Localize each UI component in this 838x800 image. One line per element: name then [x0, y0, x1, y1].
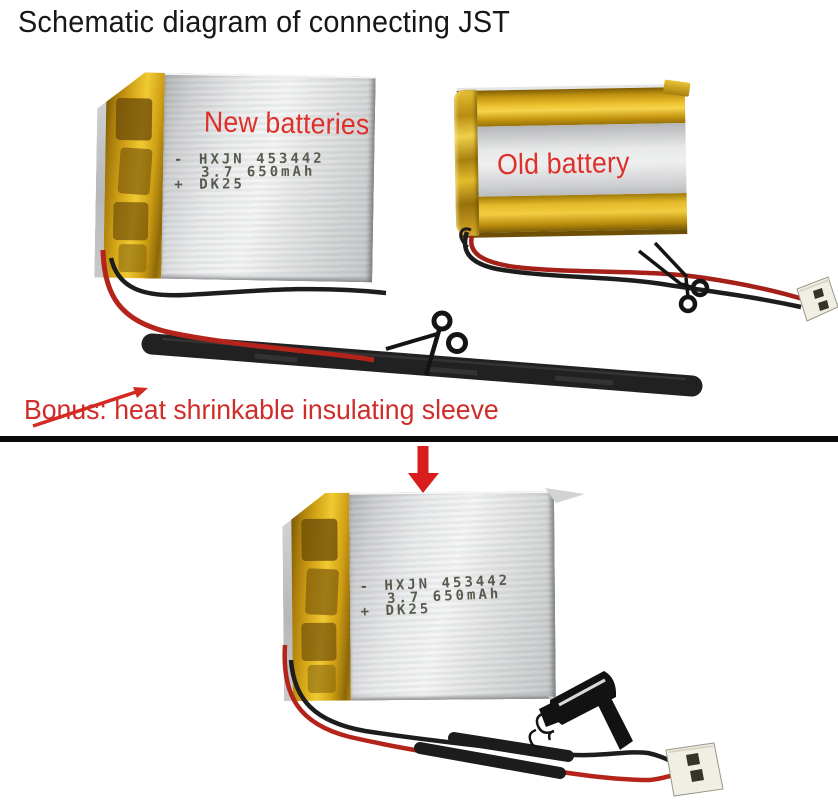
diagram-title: Schematic diagram of connecting JST [18, 4, 511, 39]
battery-gold-band-bottom [458, 193, 688, 233]
black-wire [462, 231, 802, 310]
air-puff-lines [528, 711, 555, 749]
jst-connector-old [796, 276, 838, 322]
polarity-minus: - [173, 151, 186, 168]
battery-tape-crinkle [453, 89, 480, 237]
battery-gold-tape [291, 493, 351, 701]
polarity-plus: + [174, 176, 186, 193]
shrink-sleeve [448, 732, 574, 762]
polarity-minus: - [359, 578, 372, 596]
polarity-plus: + [360, 603, 373, 621]
tape-patch [305, 568, 339, 615]
tape-patch [118, 147, 153, 195]
battery-gold-band-top [456, 87, 686, 127]
section-divider [0, 436, 838, 442]
scissors-icon [385, 310, 468, 376]
battery-code: DK25 [199, 176, 245, 193]
jst-connector-result [665, 742, 724, 797]
tape-patch [301, 623, 336, 661]
tape-patch [116, 98, 153, 141]
down-arrow-icon [408, 446, 439, 493]
old-battery-photo: Old battery [453, 79, 691, 238]
heat-shrink-tube [141, 333, 703, 397]
bonus-note: Bonus: heat shrinkable insulating sleeve [24, 394, 499, 425]
shrink-sleeve [414, 742, 566, 779]
battery-print-text: -HXJN 453442 3.7 650mAh +DK25 [174, 153, 325, 192]
tape-patch [118, 244, 146, 272]
battery-print-text: -HXJN 453442 3.7 650mAh +DK25 [359, 575, 511, 619]
old-battery-label: Old battery [496, 146, 630, 182]
battery-gold-tape [103, 72, 165, 279]
tape-patch [308, 665, 336, 693]
tape-patch [113, 202, 149, 241]
new-batteries-label: New batteries [203, 106, 370, 142]
battery-code: DK25 [385, 601, 432, 620]
new-battery-photo: New batteries -HXJN 453442 3.7 650mAh +D… [94, 72, 376, 283]
red-wire [469, 235, 807, 303]
old-battery-wires [459, 227, 807, 310]
connected-battery-photo: -HXJN 453442 3.7 650mAh +DK25 [282, 491, 556, 701]
scissors-icon [637, 241, 710, 314]
tape-patch [301, 519, 337, 561]
